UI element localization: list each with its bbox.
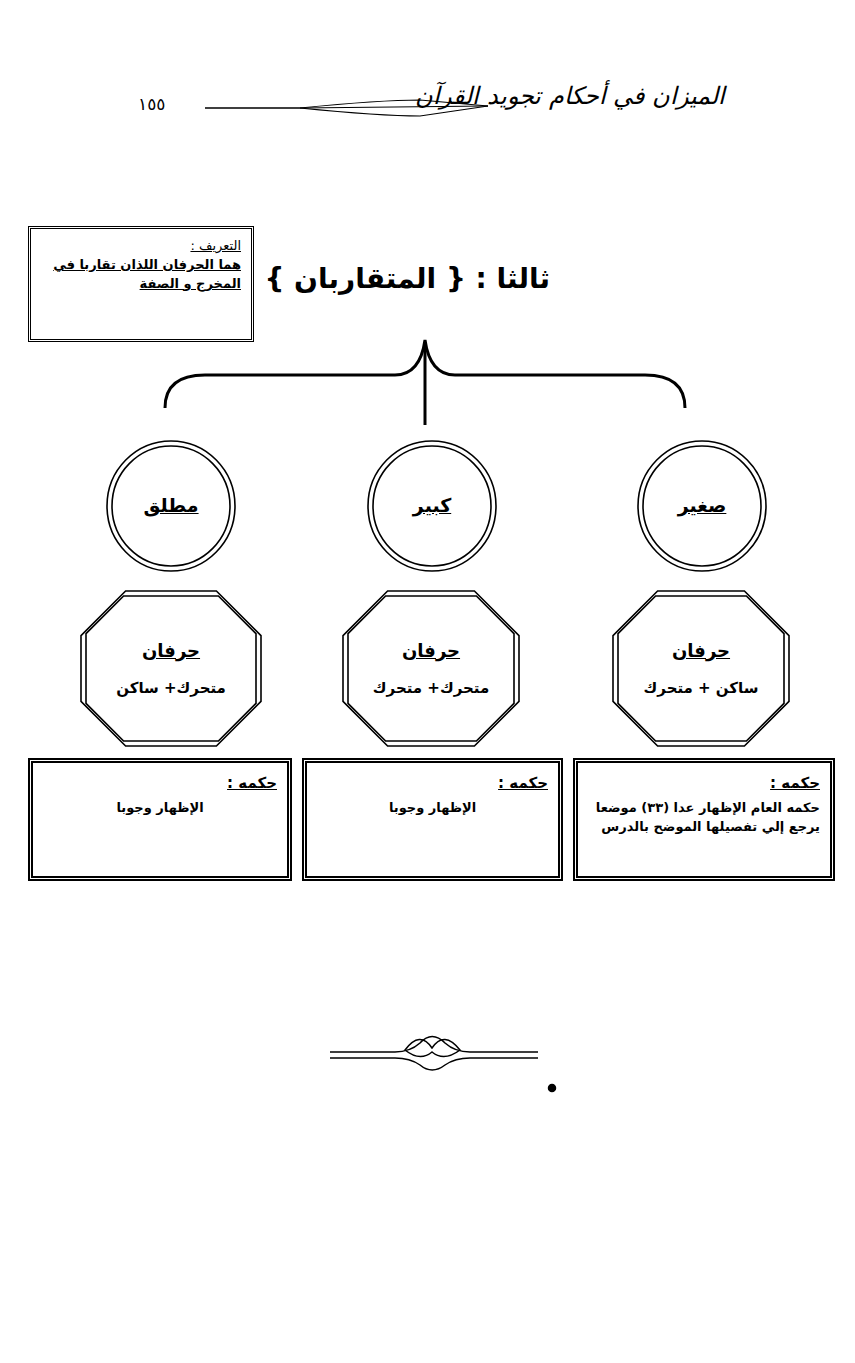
heading-text: كبير bbox=[413, 492, 451, 520]
octagon-ring bbox=[81, 591, 261, 746]
circle-ring bbox=[107, 441, 235, 571]
ruling-box: حكمه : الإظهار وجوبا bbox=[302, 758, 563, 881]
heading-text: مطلق bbox=[143, 492, 198, 520]
body-text: الإظهار وجوبا bbox=[317, 799, 548, 818]
circle-ring bbox=[373, 446, 491, 566]
body-text: حكمه العام الإظهار عدا (٣٣) موضعا يرجع إ… bbox=[588, 799, 820, 837]
octagon-ring bbox=[613, 591, 789, 746]
body-text: الإظهار وجوبا bbox=[43, 799, 277, 818]
body-text: هما الحرفان اللذان تقاربا في المخرج و ال… bbox=[41, 256, 241, 294]
octagon-ring bbox=[348, 596, 514, 741]
octagon-ring bbox=[618, 596, 784, 741]
brace bbox=[165, 340, 685, 425]
heading-text: حرفان bbox=[672, 638, 730, 664]
heading-text: حكمه : bbox=[43, 773, 277, 795]
heading-text: حكمه : bbox=[317, 773, 548, 795]
body-text: متحرك+ متحرك bbox=[373, 678, 489, 700]
heading-text: حكمه : bbox=[588, 773, 820, 795]
diagram-title: ثالثا : { المتقاربان } bbox=[330, 262, 550, 295]
octagon-outline bbox=[612, 590, 790, 747]
heading-text: التعريف : bbox=[41, 237, 241, 256]
heading-text: صغير bbox=[678, 492, 727, 520]
octagon-outline bbox=[80, 590, 262, 747]
heading-text: حرفان bbox=[402, 638, 460, 664]
ruling-box: حكمه : حكمه العام الإظهار عدا (٣٣) موضعا … bbox=[573, 758, 835, 881]
letters-octagon: حرفان ساكن + متحرك bbox=[612, 590, 790, 747]
circle-ring bbox=[643, 446, 761, 566]
category-circle: كبير bbox=[367, 440, 497, 572]
letters-octagon: حرفان متحرك+ متحرك bbox=[342, 590, 520, 747]
letters-octagon: حرفان متحرك+ ساكن bbox=[80, 590, 262, 747]
page-number: ١٥٥ bbox=[138, 94, 165, 114]
octagon-outline bbox=[342, 590, 520, 747]
bottom-ornament bbox=[330, 1037, 556, 1092]
heading-text: حرفان bbox=[142, 638, 200, 664]
category-circle: مطلق bbox=[106, 440, 236, 572]
body-text: ساكن + متحرك bbox=[644, 678, 759, 700]
ruling-box: حكمه : الإظهار وجوبا bbox=[28, 758, 292, 881]
circle-ring bbox=[368, 441, 496, 571]
running-header: الميزان في أحكام تجويد القرآن bbox=[415, 82, 725, 110]
category-circle: صغير bbox=[637, 440, 767, 572]
octagon-ring bbox=[86, 596, 256, 741]
circle-ring bbox=[638, 441, 766, 571]
circle-ring bbox=[112, 446, 230, 566]
body-text: متحرك+ ساكن bbox=[116, 678, 226, 700]
definition-box: التعريف :هما الحرفان اللذان تقاربا في ال… bbox=[28, 226, 254, 342]
octagon-ring bbox=[343, 591, 519, 746]
